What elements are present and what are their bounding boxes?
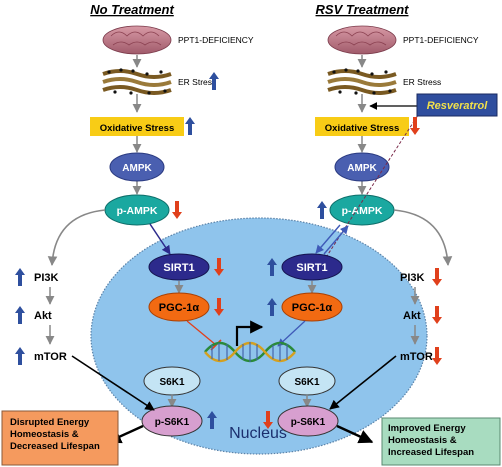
indicator-sirt1-left <box>214 258 224 276</box>
sirt1-node-left <box>148 253 210 281</box>
indicator-mtor-right <box>432 347 442 365</box>
down-arrow-icon <box>214 298 224 316</box>
er-organelle-icon <box>327 68 397 95</box>
brain-icon <box>327 25 397 55</box>
up-arrow-icon <box>267 258 277 276</box>
sirt1-label-right: SIRT1 <box>296 262 327 274</box>
outcome-box-right: Improved Energy Homeostasis & Increased … <box>381 417 501 466</box>
ampk-node-right <box>334 152 390 182</box>
indicator-ox-left <box>185 117 195 135</box>
up-arrow-icon <box>15 268 25 286</box>
s6k1-label-right: S6K1 <box>294 377 319 388</box>
up-arrow-icon <box>317 201 327 219</box>
header-rsv-treatment: RSV Treatment <box>316 2 410 17</box>
down-arrow-icon <box>410 117 420 135</box>
pgc1a-node-left <box>148 292 210 322</box>
outcome-left-line2: Homeostasis & <box>10 429 79 440</box>
indicator-sirt1-right <box>267 258 277 276</box>
ampk-node-left <box>109 152 165 182</box>
er-stress-label-right: ER Stress <box>403 77 441 87</box>
ppt1-label-right: PPT1-DEFICIENCY <box>403 35 479 45</box>
indicator-er-left <box>209 72 219 90</box>
indicator-ps6k1-right <box>263 411 273 429</box>
pgc1a-label-left: PGC-1α <box>159 302 200 314</box>
dna-helix-icon <box>204 341 296 363</box>
ampk-label-left: AMPK <box>122 163 152 174</box>
nucleus-label: Nucleus <box>229 425 287 442</box>
indicator-pampk-right <box>317 201 327 219</box>
p-s6k1-label-left: p-S6K1 <box>155 417 190 428</box>
down-arrow-icon <box>432 268 442 286</box>
sirt1-node-right <box>281 253 343 281</box>
resveratrol-box: Resveratrol <box>416 93 498 117</box>
er-organelle-icon <box>102 68 172 95</box>
indicator-akt-left <box>15 306 25 324</box>
up-arrow-icon <box>185 117 195 135</box>
indicator-akt-right <box>432 306 442 324</box>
indicator-pi3k-right <box>432 268 442 286</box>
outcome-left-line3: Decreased Lifespan <box>10 441 100 452</box>
resveratrol-label: Resveratrol <box>427 100 488 112</box>
ppt1-label-left: PPT1-DEFICIENCY <box>178 35 254 45</box>
outcome-left-line1: Disrupted Energy <box>10 417 90 428</box>
down-arrow-icon <box>263 411 273 429</box>
down-arrow-icon <box>432 347 442 365</box>
nucleus <box>90 217 428 455</box>
up-arrow-icon <box>267 298 277 316</box>
up-arrow-icon <box>15 306 25 324</box>
indicator-pgc-left <box>214 298 224 316</box>
er-stress-label-left: ER Stress <box>178 77 216 87</box>
up-arrow-icon <box>209 72 219 90</box>
pgc1a-label-right: PGC-1α <box>292 302 333 314</box>
header-no-treatment: No Treatment <box>90 2 174 17</box>
p-s6k1-node-right <box>277 405 339 437</box>
outcome-right-line2: Homeostasis & <box>388 435 457 446</box>
indicator-pgc-right <box>267 298 277 316</box>
pgc1a-node-right <box>281 292 343 322</box>
down-arrow-icon <box>432 306 442 324</box>
p-s6k1-node-left <box>141 405 203 437</box>
oxidative-stress-label-right: Oxidative Stress <box>325 123 399 134</box>
indicator-ps6k1-left <box>207 411 217 429</box>
p-ampk-label-right: p-AMPK <box>342 205 383 217</box>
brain-icon <box>102 25 172 55</box>
outcome-right-line1: Improved Energy <box>388 423 466 434</box>
pi3k-label-left: PI3K <box>34 272 59 284</box>
up-arrow-icon <box>207 411 217 429</box>
akt-label-right: Akt <box>403 310 421 322</box>
indicator-pampk-left <box>172 201 182 219</box>
oxidative-stress-label-left: Oxidative Stress <box>100 123 174 134</box>
mtor-label-left: mTOR <box>34 351 67 363</box>
up-arrow-icon <box>15 347 25 365</box>
sirt1-label-left: SIRT1 <box>163 262 194 274</box>
pi3k-label-right: PI3K <box>400 272 425 284</box>
indicator-ox-right <box>410 117 420 135</box>
s6k1-label-left: S6K1 <box>159 377 184 388</box>
mtor-label-right: mTOR <box>400 351 433 363</box>
p-s6k1-label-right: p-S6K1 <box>291 417 326 428</box>
outcome-box-left: Disrupted Energy Homeostasis & Decreased… <box>1 410 119 466</box>
akt-label-left: Akt <box>34 310 52 322</box>
indicator-mtor-left <box>15 347 25 365</box>
down-arrow-icon <box>172 201 182 219</box>
outcome-right-line3: Increased Lifespan <box>388 447 474 458</box>
oxidative-stress-box-left <box>90 117 184 136</box>
ampk-label-right: AMPK <box>347 163 377 174</box>
indicator-pi3k-left <box>15 268 25 286</box>
p-ampk-label-left: p-AMPK <box>117 205 158 217</box>
oxidative-stress-box-right <box>315 117 409 136</box>
down-arrow-icon <box>214 258 224 276</box>
